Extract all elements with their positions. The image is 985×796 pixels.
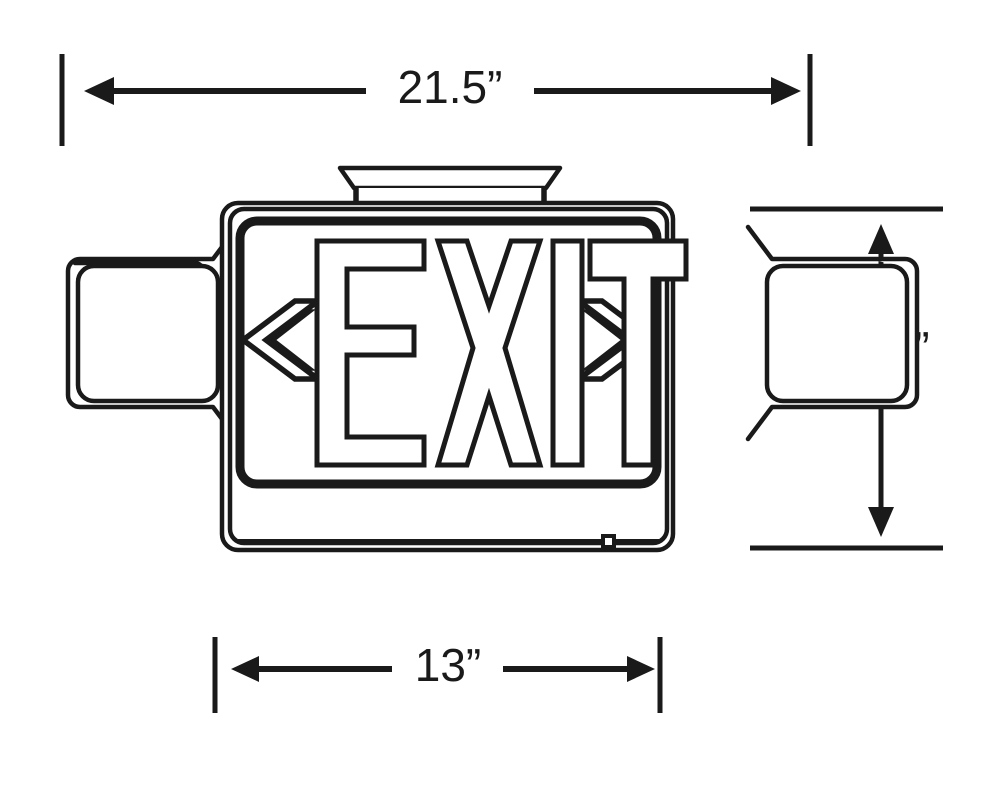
- arrowhead-right: [771, 77, 801, 105]
- test-button-indicator[interactable]: [601, 534, 616, 549]
- arrowhead-left: [84, 77, 114, 105]
- lamp-head-left-inner: [75, 263, 221, 404]
- lamp-head-right-inner: [764, 263, 910, 404]
- canopy-top-plate: [337, 165, 563, 191]
- dimension-body-width-13: 13”: [212, 637, 663, 713]
- exit-letter-x: [434, 238, 544, 468]
- exit-letter-t: [587, 238, 689, 468]
- exit-letter-e: [314, 238, 427, 468]
- emergency-lamp-head-left: [65, 224, 240, 442]
- arrowhead-bottom: [868, 507, 894, 537]
- emergency-lamp-head-right: [745, 224, 920, 442]
- exit-sign-assembly: EXIT: [65, 165, 920, 553]
- chevron-left-second: [238, 298, 327, 382]
- arrowhead-top: [868, 224, 894, 254]
- double-chevron-left-icon: [238, 298, 327, 382]
- exit-letter-i: [550, 238, 585, 468]
- exit-lettering: [314, 238, 689, 468]
- dimension-label-body-width: 13”: [415, 639, 481, 691]
- arrowhead-right: [627, 656, 655, 682]
- arrowhead-left: [231, 656, 259, 682]
- dimension-width-21-5: 21.5”: [59, 54, 813, 146]
- dimension-label-width: 21.5”: [398, 61, 503, 113]
